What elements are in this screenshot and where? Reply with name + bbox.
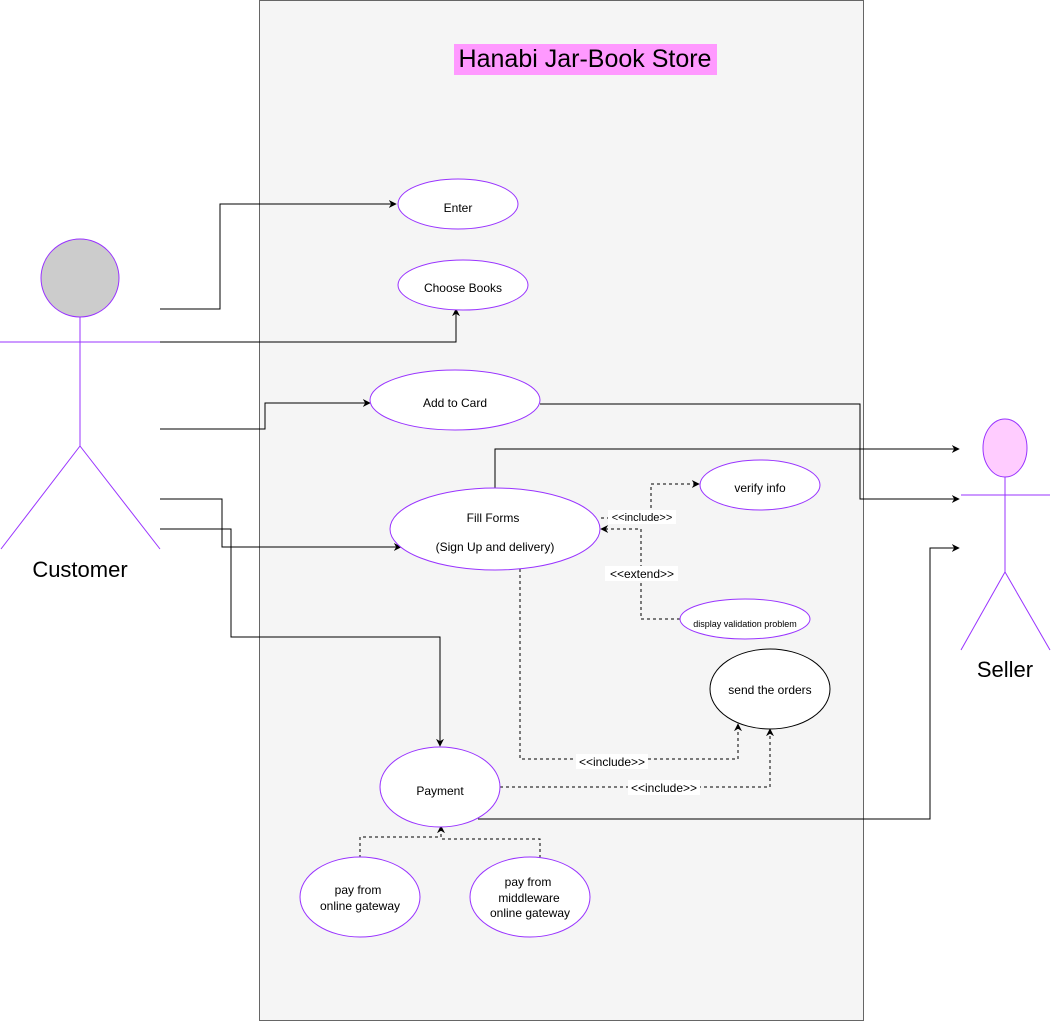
connector-add-to-card-seller (540, 403, 960, 503)
connector-fill-forms-seller (494, 445, 960, 488)
use-case-pay-middleware-label-1: pay from (505, 875, 552, 889)
connector-customer-fill-forms (160, 498, 402, 551)
system-title: Hanabi Jar-Book Store (459, 45, 712, 73)
connector-customer-add-to-card (160, 399, 371, 430)
include-send-forms-label-bg (576, 754, 648, 769)
connector-payment-seller (478, 544, 960, 820)
use-case-pay-middleware: pay from middleware online gateway (469, 856, 591, 938)
customer-label: Customer (32, 557, 127, 582)
include-verify-label: <<include>> (612, 512, 673, 524)
include-verify-label-bg (608, 510, 676, 524)
customer-actor: Customer (0, 238, 161, 582)
use-case-pay-gateway: pay from online gateway (299, 856, 421, 938)
use-case-fill-forms-label-2: (Sign Up and delivery) (436, 540, 555, 554)
use-case-send-orders-label: send the orders (728, 683, 811, 697)
use-case-enter: Enter (397, 178, 519, 230)
generalization-connector-middleware (441, 838, 541, 858)
connector-customer-choose-books (160, 308, 460, 343)
use-case-fill-forms: Fill Forms (Sign Up and delivery) (389, 487, 601, 571)
use-case-pay-middleware-label-2: middleware (498, 891, 560, 905)
use-case-verify-info: verify info (699, 459, 821, 511)
use-case-pay-gateway-label-1: pay from (335, 883, 382, 897)
use-case-pay-middleware-label-3: online gateway (490, 906, 570, 920)
use-case-verify-info-label: verify info (734, 481, 786, 495)
use-case-enter-label: Enter (444, 201, 473, 215)
customer-right-leg (79, 445, 161, 550)
use-case-choose-books: Choose Books (397, 259, 529, 311)
use-case-pay-gateway-label-2: online gateway (320, 899, 400, 913)
use-case-display-validation-label: display validation problem (693, 619, 797, 629)
connector-customer-enter (160, 200, 397, 310)
use-case-payment-label: Payment (416, 784, 464, 798)
customer-head (40, 238, 120, 318)
use-case-display-validation: display validation problem (679, 598, 811, 640)
title-highlight (454, 44, 717, 75)
use-case-choose-books-label: Choose Books (424, 281, 502, 295)
seller-right-leg (1004, 571, 1051, 651)
generalization-connector-gateway (359, 825, 445, 858)
seller-left-leg (960, 571, 1006, 651)
extend-display-label: <<extend>> (610, 567, 674, 581)
seller-label: Seller (977, 657, 1033, 682)
extend-display-label-bg (605, 566, 678, 581)
include-connector-payment-send (500, 728, 774, 788)
connector-customer-payment (160, 528, 444, 747)
include-send-payment-label: <<include>> (631, 781, 697, 795)
use-case-add-to-card: Add to Card (369, 369, 541, 431)
use-case-fill-forms-label-1: Fill Forms (467, 511, 520, 525)
use-case-payment: Payment (379, 746, 501, 828)
seller-head (982, 418, 1028, 478)
seller-actor: Seller (960, 418, 1051, 682)
use-case-add-to-card-label: Add to Card (423, 396, 487, 410)
include-send-payment-label-bg (628, 780, 700, 795)
include-send-forms-label: <<include>> (579, 755, 645, 769)
customer-left-leg (0, 445, 81, 550)
use-case-send-orders: send the orders (709, 648, 831, 730)
